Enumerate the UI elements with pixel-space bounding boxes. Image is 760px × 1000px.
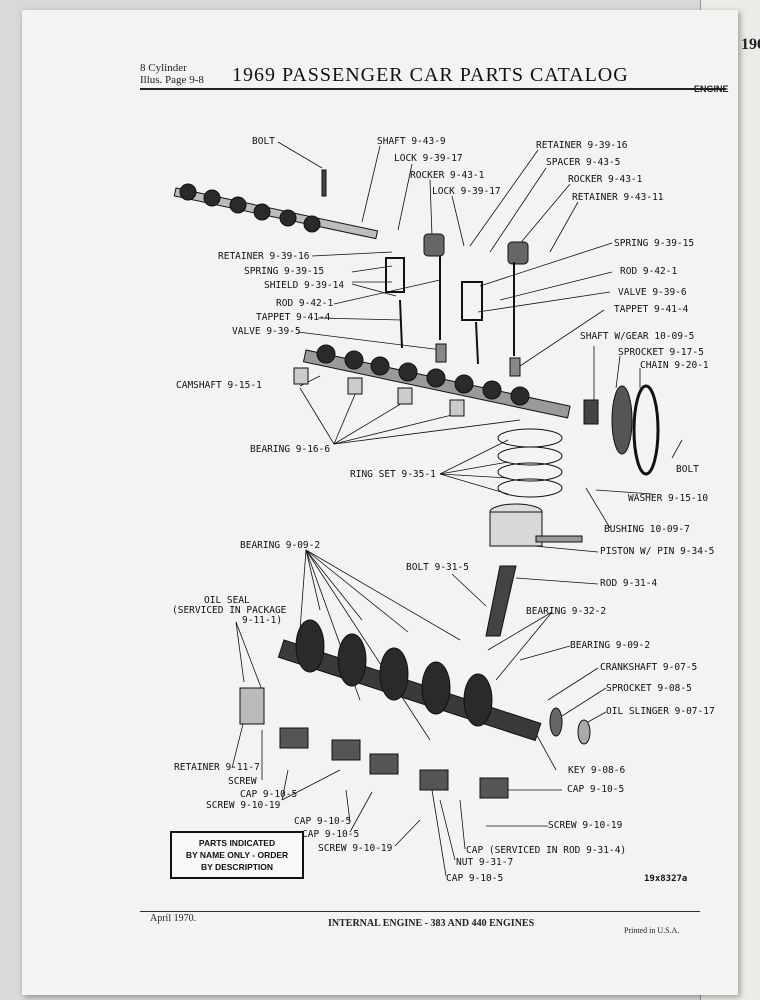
label-retainer-2: RETAINER 9-43-11 (572, 192, 664, 203)
label-oil-seal-number: 9-11-1) (242, 615, 283, 626)
label-shaft: SHAFT 9-43-9 (377, 136, 446, 147)
label-oil-slinger: OIL SLINGER 9-07-17 (606, 706, 715, 717)
note-line-2: BY NAME ONLY - ORDER (185, 850, 289, 860)
label-retainer-3: RETAINER 9-39-16 (218, 251, 310, 262)
label-screw-2: SCREW 9-10-19 (206, 800, 281, 811)
label-screw-3: SCREW 9-10-19 (548, 820, 623, 831)
label-valve-2: VALVE 9-39-5 (232, 326, 301, 337)
label-crankshaft: CRANKSHAFT 9-07-5 (600, 662, 698, 673)
label-ring-set: RING SET 9-35-1 (350, 469, 436, 480)
note-line-1: PARTS INDICATED (198, 838, 276, 848)
label-piston: PISTON W/ PIN 9-34-5 (600, 546, 715, 557)
label-cap-rod: CAP (SERVICED IN ROD 9-31-4) (466, 845, 627, 856)
label-sprocket-1: SPROCKET 9-17-5 (618, 347, 704, 358)
label-cap-3: CAP 9-10-5 (294, 816, 352, 827)
label-cap-1: CAP 9-10-5 (240, 789, 298, 800)
leader-lines (231, 141, 683, 877)
label-screw-4: SCREW 9-10-19 (318, 843, 393, 854)
label-retainer-1: RETAINER 9-39-16 (536, 140, 628, 151)
header-cylinder: 8 Cylinder (140, 62, 187, 74)
footer-rule (140, 911, 700, 912)
label-rocker-2: ROCKER 9-43-1 (568, 174, 643, 185)
label-lock-2: LOCK 9-39-17 (432, 186, 501, 197)
header-rule (140, 88, 726, 90)
label-spring-1: SPRING 9-39-15 (244, 266, 325, 277)
label-bolt-right: BOLT (676, 464, 699, 475)
label-bolt-rod: BOLT 9-31-5 (406, 562, 469, 573)
label-spring-2: SPRING 9-39-15 (614, 238, 695, 249)
footer-date: April 1970. (150, 913, 197, 924)
footer-section: INTERNAL ENGINE - 383 AND 440 ENGINES (328, 918, 535, 929)
label-oil-seal-note: (SERVICED IN PACKAGE (172, 605, 287, 616)
label-spacer: SPACER 9-43-5 (546, 157, 621, 168)
label-retainer-4: RETAINER 9-11-7 (174, 762, 260, 773)
label-lock-1: LOCK 9-39-17 (394, 153, 463, 164)
note-line-3: BY DESCRIPTION (200, 862, 274, 872)
label-rod-2: ROD 9-42-1 (620, 266, 678, 277)
label-cap-5: CAP 9-10-5 (446, 873, 504, 884)
label-washer: WASHER 9-15-10 (628, 493, 709, 504)
parts-note-box: PARTS INDICATED BY NAME ONLY - ORDER BY … (170, 831, 304, 879)
label-bearing-cam: BEARING 9-16-6 (250, 444, 331, 455)
label-sprocket-2: SPROCKET 9-08-5 (606, 683, 692, 694)
label-camshaft: CAMSHAFT 9-15-1 (176, 380, 262, 391)
label-key: KEY 9-08-6 (568, 765, 626, 776)
label-bolt-top: BOLT (252, 136, 275, 147)
footer-printed: Printed in U.S.A. (624, 926, 680, 935)
label-shaft-with-gear: SHAFT W/GEAR 10-09-5 (580, 331, 695, 342)
label-shield: SHIELD 9-39-14 (264, 280, 345, 291)
label-chain: CHAIN 9-20-1 (640, 360, 709, 371)
label-valve-1: VALVE 9-39-6 (618, 287, 687, 298)
adjacent-page-number: 1969 (741, 36, 760, 53)
label-screw-1: SCREW (228, 776, 257, 787)
label-oil-seal: OIL SEAL (204, 595, 250, 606)
catalog-page (22, 10, 738, 995)
figure-code: 19x8327a (644, 874, 688, 884)
label-bearing-main: BEARING 9-09-2 (240, 540, 321, 551)
label-cap-4: CAP 9-10-5 (302, 829, 360, 840)
page-title: 1969 PASSENGER CAR PARTS CATALOG (232, 64, 629, 86)
label-bearing-main-2: BEARING 9-09-2 (570, 640, 651, 651)
label-tappet-2: TAPPET 9-41-4 (614, 304, 689, 315)
label-bushing: BUSHING 10-09-7 (604, 524, 690, 535)
label-rocker-1: ROCKER 9-43-1 (410, 170, 485, 181)
label-tappet-1: TAPPET 9-41-4 (256, 312, 331, 323)
label-nut: NUT 9-31-7 (456, 857, 514, 868)
header-illus-page: Illus. Page 9-8 (140, 74, 204, 86)
engine-part-drawings (173, 169, 660, 799)
label-rod-1: ROD 9-42-1 (276, 298, 334, 309)
label-bearing-rod: BEARING 9-32-2 (526, 606, 607, 617)
label-rod-connecting: ROD 9-31-4 (600, 578, 658, 589)
label-cap-2: CAP 9-10-5 (567, 784, 625, 795)
